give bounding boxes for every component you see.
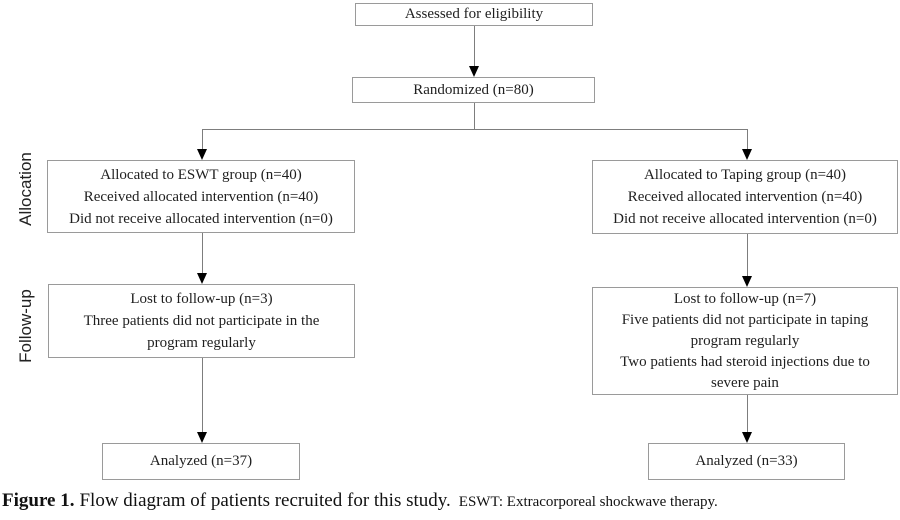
arrow-down-icon xyxy=(197,149,207,160)
figure-caption-note: ESWT: Extracorporeal shockwave therapy. xyxy=(458,494,718,510)
stage-label-followup: Follow-up xyxy=(16,289,36,363)
box-analyzed-eswt: Analyzed (n=37) xyxy=(102,443,300,480)
box-allocation-eswt-line: Allocated to ESWT group (n=40) xyxy=(100,166,302,183)
box-followup-taping-line: program regularly xyxy=(690,332,800,349)
box-allocation-taping-line: Received allocated intervention (n=40) xyxy=(627,189,863,205)
box-followup-eswt-line: program regularly xyxy=(147,335,256,351)
box-followup-taping-line: Lost to follow-up (n=7) xyxy=(673,290,817,307)
connector-split-to-allocation-eswt xyxy=(202,129,203,150)
box-randomized: Randomized (n=80) xyxy=(352,77,595,103)
connector-followup-to-analyzed-eswt xyxy=(202,358,203,433)
box-allocation-eswt-line: Received allocated intervention (n=40) xyxy=(83,188,319,205)
box-followup-eswt-line: Three patients did not participate in th… xyxy=(83,313,320,329)
arrow-down-icon xyxy=(742,276,752,287)
stage-label-followup-text: Follow-up xyxy=(16,289,35,363)
box-assessed-for-eligibility: Assessed for eligibility xyxy=(355,3,593,26)
box-followup-taping: Lost to follow-up (n=7) Five patients di… xyxy=(592,287,898,395)
arrow-down-icon xyxy=(469,66,479,77)
box-followup-taping-line: severe pain xyxy=(711,374,779,391)
arrow-down-icon xyxy=(742,432,752,443)
box-followup-eswt-line: Lost to follow-up (n=3) xyxy=(130,291,273,307)
figure-caption: Figure 1.Flow diagram of patients recrui… xyxy=(2,490,718,512)
connector-allocation-to-followup-eswt xyxy=(202,233,203,274)
box-allocation-taping-line: Allocated to Taping group (n=40) xyxy=(643,167,847,183)
box-randomized-line: Randomized (n=80) xyxy=(413,81,534,98)
box-followup-eswt: Lost to follow-up (n=3) Three patients d… xyxy=(48,284,355,358)
box-followup-taping-line: Two patients had steroid injections due … xyxy=(620,353,870,370)
connector-split-horizontal xyxy=(202,129,748,130)
connector-split-to-allocation-taping xyxy=(747,129,748,150)
arrow-down-icon xyxy=(197,432,207,443)
box-analyzed-taping: Analyzed (n=33) xyxy=(648,443,845,480)
box-allocation-taping-line: Did not receive allocated intervention (… xyxy=(613,211,877,227)
box-analyzed-taping-line: Analyzed (n=33) xyxy=(695,453,798,469)
stage-label-allocation-text: Allocation xyxy=(16,152,35,226)
connector-allocation-to-followup-taping xyxy=(747,234,748,277)
box-analyzed-eswt-line: Analyzed (n=37) xyxy=(149,453,253,469)
box-assessed-line: Assessed for eligibility xyxy=(404,6,544,22)
box-allocation-eswt: Allocated to ESWT group (n=40) Received … xyxy=(47,160,355,233)
figure-caption-text: Flow diagram of patients recruited for t… xyxy=(79,490,451,511)
connector-followup-to-analyzed-taping xyxy=(747,395,748,433)
connector-assessed-to-randomized xyxy=(474,26,475,67)
arrow-down-icon xyxy=(197,273,207,284)
box-allocation-taping: Allocated to Taping group (n=40) Receive… xyxy=(592,160,898,234)
box-allocation-eswt-line: Did not receive allocated intervention (… xyxy=(69,210,333,227)
box-followup-taping-line: Five patients did not participate in tap… xyxy=(621,311,869,328)
connector-randomized-to-split xyxy=(474,103,475,130)
figure-caption-label: Figure 1. xyxy=(2,490,75,511)
arrow-down-icon xyxy=(742,149,752,160)
stage-label-allocation: Allocation xyxy=(16,152,36,226)
